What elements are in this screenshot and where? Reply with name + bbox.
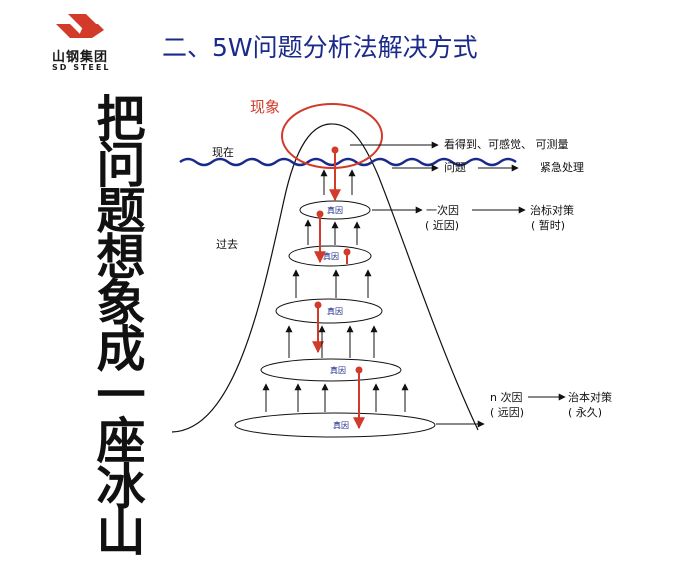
phenomenon-label: 现象 bbox=[250, 98, 280, 116]
water-line bbox=[179, 157, 517, 167]
true-cause-3: 真因 bbox=[327, 306, 343, 316]
past-label: 过去 bbox=[216, 238, 238, 251]
urgent-label: 紧急处理 bbox=[540, 160, 584, 174]
phenomenon-circle bbox=[281, 103, 383, 169]
near-cause-label: ( 近因) bbox=[425, 219, 459, 232]
vertical-char: 问 bbox=[96, 136, 146, 194]
true-cause-4: 真因 bbox=[330, 365, 346, 375]
vertical-char: 成 bbox=[96, 320, 146, 378]
root-fix-label: 治本对策 bbox=[568, 390, 612, 404]
permanent-label: ( 永久) bbox=[568, 405, 602, 419]
tertiary-cause-label: n 次因 bbox=[490, 390, 522, 404]
true-cause-2: 真因 bbox=[323, 251, 339, 261]
secondary-cause-label: 一次因 bbox=[426, 203, 459, 217]
iceberg-outline bbox=[171, 123, 479, 433]
explanation-arrows bbox=[350, 141, 566, 428]
present-label: 现在 bbox=[212, 146, 234, 159]
logo-company-name: 山钢集团 bbox=[52, 50, 109, 65]
true-cause-1: 真因 bbox=[327, 205, 343, 215]
problem-label: 问题 bbox=[444, 161, 466, 174]
layer-ellipse-2 bbox=[288, 245, 372, 267]
upward-arrows bbox=[262, 169, 409, 412]
remote-cause-label: ( 远因) bbox=[490, 406, 524, 419]
vertical-char: 把 bbox=[96, 90, 146, 148]
temporary-label: ( 暂时) bbox=[531, 219, 565, 232]
vertical-char: 象 bbox=[96, 274, 146, 332]
true-cause-5: 真因 bbox=[333, 420, 349, 430]
vertical-char: 一 bbox=[96, 366, 146, 424]
layer-ellipse-3 bbox=[275, 298, 383, 324]
sd-steel-logo-icon bbox=[56, 14, 104, 38]
visible-label: 看得到、可感觉、 可测量 bbox=[444, 137, 569, 151]
vertical-char: 题 bbox=[96, 182, 146, 240]
page-title: 二、5W问题分析法解决方式 bbox=[162, 33, 478, 62]
vertical-char: 座 bbox=[96, 412, 146, 470]
logo-english-name: SD STEEL bbox=[52, 63, 111, 72]
vertical-char: 山 bbox=[96, 504, 146, 562]
vertical-char: 想 bbox=[96, 228, 146, 286]
symptom-fix-label: 治标对策 bbox=[530, 203, 574, 217]
layer-ellipse-4 bbox=[260, 358, 402, 382]
red-cause-chain bbox=[312, 146, 365, 430]
iceberg-diagram: 现象 现在 过去 真因 真因 真因 真因 真因 bbox=[171, 98, 612, 438]
layer-ellipse-5 bbox=[234, 412, 436, 438]
